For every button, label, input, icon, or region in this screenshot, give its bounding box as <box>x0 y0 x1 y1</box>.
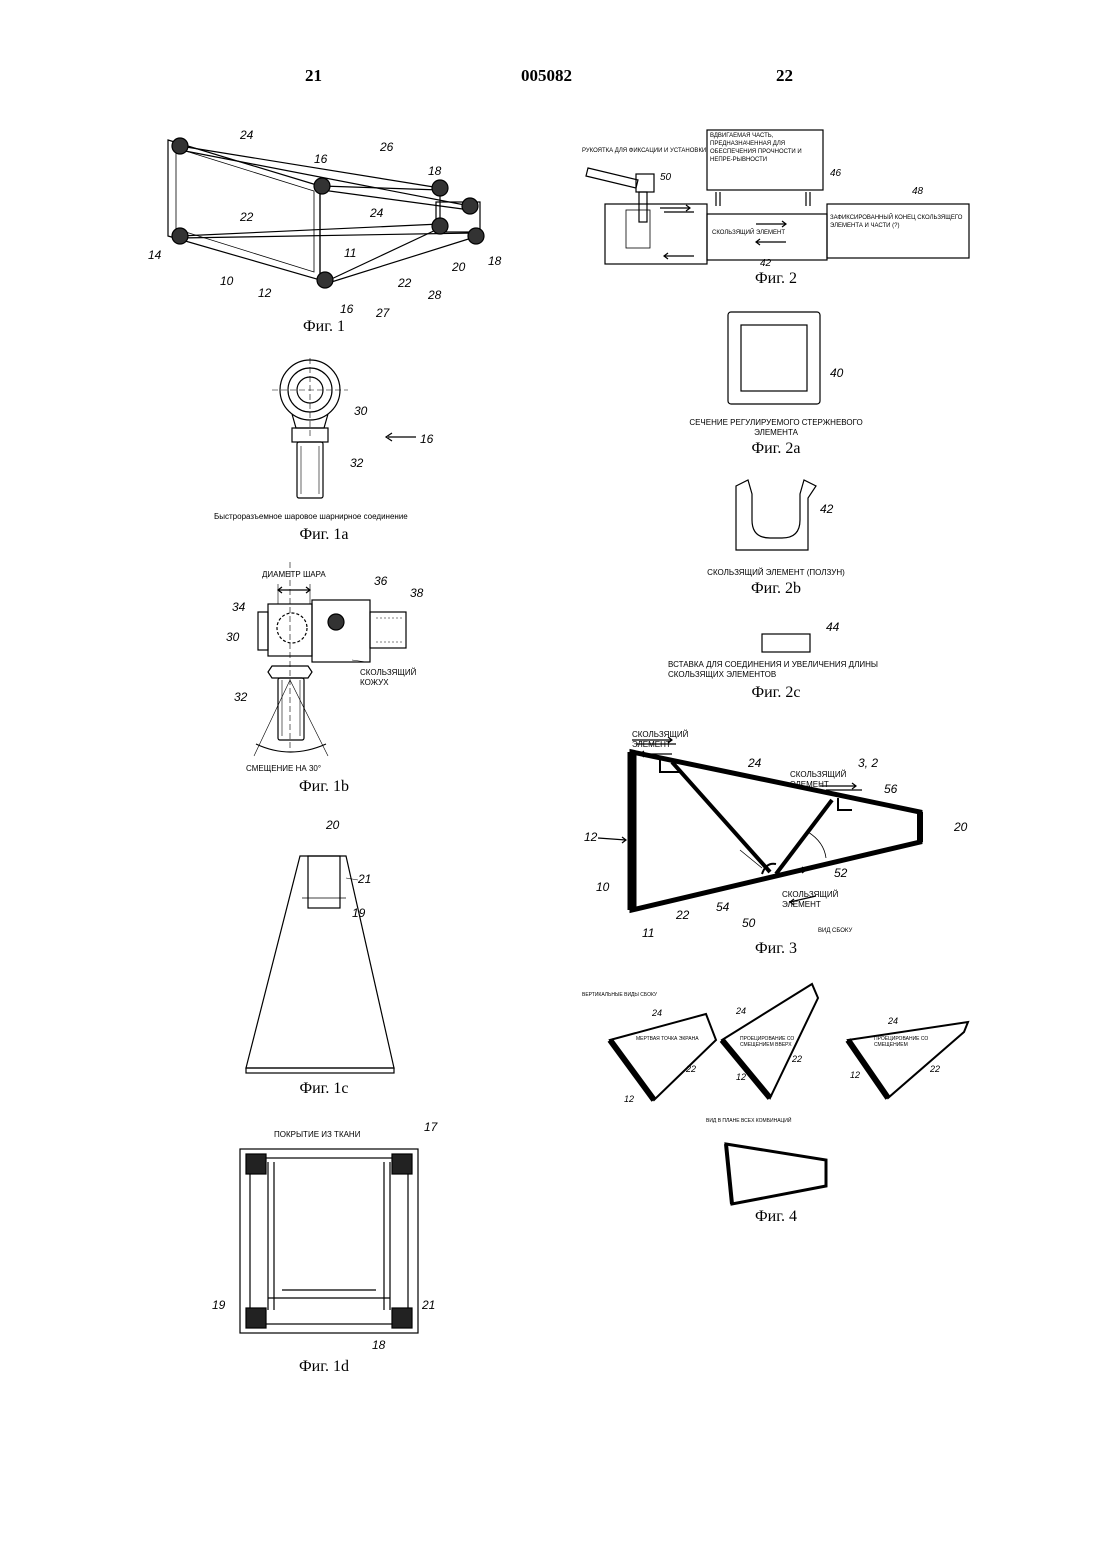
sliding-part-label: ВДВИГАЕМАЯ ЧАСТЬ, ПРЕДНАЗНАЧЕННАЯ ДЛЯ ОБ… <box>710 132 822 164</box>
ref-50: 50 <box>660 172 671 183</box>
ref-24-f4c: 24 <box>888 1016 898 1026</box>
ref-16-1a: 16 <box>420 432 433 446</box>
sliding-element-label-f2: СКОЛЬЗЯЩИЙ ЭЛЕМЕНТ <box>712 228 792 238</box>
ref-17: 17 <box>424 1120 437 1134</box>
ref-32-1b: 32 <box>234 690 247 704</box>
ball-diameter-label: ДИАМЕТР ШАРА <box>262 570 352 580</box>
ref-24b: 24 <box>370 206 383 220</box>
fig2a-drawing <box>728 312 820 404</box>
ref-21: 21 <box>358 872 371 886</box>
ref-22-f4a: 22 <box>686 1064 696 1074</box>
ref-22b: 22 <box>398 276 411 290</box>
sliding-element-label-a: СКОЛЬЗЯЩИЙ ЭЛЕМЕНТ <box>632 730 722 750</box>
ref-22-f4c: 22 <box>930 1064 940 1074</box>
ref-16: 16 <box>314 152 327 166</box>
ref-12-f4a: 12 <box>624 1094 634 1104</box>
ref-28: 28 <box>428 288 441 302</box>
caption-fig2b: Фиг. 2b <box>676 580 876 598</box>
ref-24-f3: 24 <box>748 756 761 770</box>
vertical-views-label: ВЕРТИКАЛЬНЫЕ ВИДЫ СБОКУ <box>582 990 702 1000</box>
caption-fig1c: Фиг. 1c <box>224 1080 424 1098</box>
proj-top-label: ПРОЕЦИРОВАНИЕ СО СМЕЩЕНИЕМ ВВЕРХ <box>740 1036 800 1048</box>
ref-30: 30 <box>354 404 367 418</box>
ref-18: 18 <box>428 164 441 178</box>
ref-10: 10 <box>220 274 233 288</box>
ref-32: 32 <box>350 456 363 470</box>
ref-21-1d: 21 <box>422 1298 435 1312</box>
ref-10-f3: 10 <box>596 880 609 894</box>
slider-label: СКОЛЬЗЯЩИЙ ЭЛЕМЕНТ (ПОЛЗУН) <box>676 568 876 578</box>
fig1b-drawing <box>254 562 406 756</box>
fig1a-drawing <box>272 358 416 498</box>
caption-fig1d: Фиг. 1d <box>224 1358 424 1376</box>
dead-point-label: МЕРТВАЯ ТОЧКА ЭКРАНА <box>636 1034 706 1044</box>
insert-label: ВСТАВКА ДЛЯ СОЕДИНЕНИЯ И УВЕЛИЧЕНИЯ ДЛИН… <box>668 660 888 680</box>
ref-20: 20 <box>452 260 465 274</box>
plan-view-label: ВИД В ПЛАНЕ ВСЕХ КОМБИНАЦИЙ <box>706 1116 826 1126</box>
ref-18-1d: 18 <box>372 1338 385 1352</box>
ref-18b: 18 <box>488 254 501 268</box>
ref-38: 38 <box>410 586 423 600</box>
caption-fig2a: Фиг. 2a <box>676 440 876 458</box>
ref-22-f3: 22 <box>676 908 689 922</box>
fig1c-drawing <box>246 856 394 1073</box>
proj-offset-label: ПРОЕЦИРОВАНИЕ СО СМЕЩЕНИЕМ <box>874 1036 938 1048</box>
ref-40: 40 <box>830 366 843 380</box>
ref-30-1b: 30 <box>226 630 239 644</box>
fig1a-note: Быстроразъемное шаровое шарнирное соедин… <box>214 512 434 522</box>
ref-19-1d: 19 <box>212 1298 225 1312</box>
ref-26: 26 <box>380 140 393 154</box>
ref-56: 56 <box>884 782 897 796</box>
ref-24: 24 <box>240 128 253 142</box>
ref-12-f3: 12 <box>584 830 597 844</box>
ref-44: 44 <box>826 620 839 634</box>
ref-42-f2: 42 <box>760 258 771 269</box>
fig2b-drawing <box>736 480 816 550</box>
ref-20-1c: 20 <box>326 818 339 832</box>
ref-20-f3: 20 <box>954 820 967 834</box>
ref-24-f4b: 24 <box>736 1006 746 1016</box>
fixed-end-label: ЗАФИКСИРОВАННЫЙ КОНЕЦ СКОЛЬЗЯЩЕГО ЭЛЕМЕН… <box>830 214 966 230</box>
ref-12: 12 <box>258 286 271 300</box>
section-rod-label: СЕЧЕНИЕ РЕГУЛИРУЕМОГО СТЕРЖНЕВОГО ЭЛЕМЕН… <box>676 418 876 438</box>
sliding-element-label-b: СКОЛЬЗЯЩИЙ ЭЛЕМЕНТ <box>790 770 880 790</box>
caption-fig4: Фиг. 4 <box>676 1208 876 1226</box>
caption-fig1: Фиг. 1 <box>224 318 424 336</box>
ref-34: 34 <box>232 600 245 614</box>
ref-19: 19 <box>352 906 365 920</box>
ref-52: 52 <box>834 866 847 880</box>
ref-16b: 16 <box>340 302 353 316</box>
ref-48: 48 <box>912 186 923 197</box>
caption-fig2c: Фиг. 2c <box>676 684 876 702</box>
handle-label: РУКОЯТКА ДЛЯ ФИКСАЦИИ И УСТАНОВКИ <box>582 146 722 156</box>
ref-36: 36 <box>374 574 387 588</box>
caption-fig1b: Фиг. 1b <box>224 778 424 796</box>
ref-11: 11 <box>344 246 356 260</box>
ref-46: 46 <box>830 168 841 179</box>
sliding-element-label-c: СКОЛЬЗЯЩИЙ ЭЛЕМЕНТ <box>782 890 872 910</box>
ref-22: 22 <box>240 210 253 224</box>
ref-12-f4b: 12 <box>736 1072 746 1082</box>
ref-54: 54 <box>716 900 729 914</box>
fabric-cover-label: ПОКРЫТИЕ ИЗ ТКАНИ <box>274 1130 394 1140</box>
ref-42: 42 <box>820 502 833 516</box>
ref-22-f4b: 22 <box>792 1054 802 1064</box>
offset-30-label: СМЕЩЕНИЕ НА 30° <box>246 764 346 774</box>
caption-fig2: Фиг. 2 <box>676 270 876 288</box>
ref-50-f3: 50 <box>742 916 755 930</box>
ref-14: 14 <box>148 248 161 262</box>
caption-fig1a: Фиг. 1a <box>224 526 424 544</box>
side-view-label: ВИД СБОКУ <box>818 926 878 936</box>
ref-24-f4a: 24 <box>652 1008 662 1018</box>
caption-fig3: Фиг. 3 <box>676 940 876 958</box>
ref-12-f4c: 12 <box>850 1070 860 1080</box>
fig4-drawing <box>610 984 968 1204</box>
fig1-ball-joints <box>172 138 484 288</box>
ref-11-f3: 11 <box>642 926 654 940</box>
fig1d-drawing <box>240 1149 418 1333</box>
sliding-casing-label: СКОЛЬЗЯЩИЙ КОЖУХ <box>360 668 420 688</box>
fig2c-drawing <box>762 634 810 652</box>
ref-3-2: 3, 2 <box>858 756 878 770</box>
